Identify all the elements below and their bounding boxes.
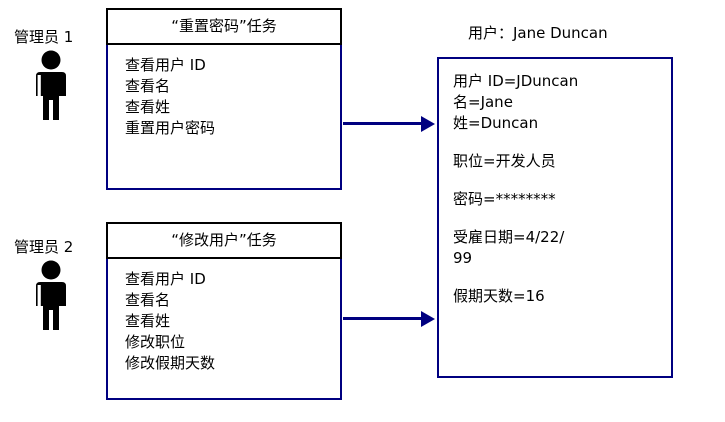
task-item: 重置用户密码 bbox=[125, 119, 216, 137]
user-attr-group-position: 职位=开发人员 bbox=[453, 151, 671, 172]
arrow-task2-to-user bbox=[343, 317, 423, 320]
task-item: 修改假期天数 bbox=[125, 354, 216, 372]
user-attr-group-identity: 用户 ID=JDuncan 名=Jane 姓=Duncan bbox=[453, 71, 671, 134]
user-attr-line: 用户 ID=JDuncan bbox=[453, 72, 579, 90]
user-attr-line: 受雇日期=4/22/ bbox=[453, 228, 565, 246]
user-attr-group-vacation: 假期天数=16 bbox=[453, 286, 671, 307]
actor-label-2: 管理员 2 bbox=[14, 238, 74, 256]
task-item: 查看姓 bbox=[125, 98, 171, 116]
task-item: 查看名 bbox=[125, 77, 171, 95]
actor-label-1: 管理员 1 bbox=[14, 28, 74, 46]
user-title: 用户：Jane Duncan bbox=[468, 24, 608, 42]
task-item: 查看姓 bbox=[125, 312, 171, 330]
person-icon-svg bbox=[36, 50, 66, 120]
task-box-2[interactable]: “修改用户”任务 查看用户 ID 查看名 查看姓 修改职位 修改假期天数 bbox=[106, 222, 342, 401]
user-box[interactable]: 用户 ID=JDuncan 名=Jane 姓=Duncan 职位=开发人员 密码… bbox=[437, 57, 673, 378]
task-box-2-body: 查看用户 ID 查看名 查看姓 修改职位 修改假期天数 bbox=[106, 258, 342, 400]
task-item: 修改职位 bbox=[125, 333, 186, 351]
user-attr-line: 职位=开发人员 bbox=[453, 152, 556, 170]
task-box-1-body: 查看用户 ID 查看名 查看姓 重置用户密码 bbox=[106, 44, 342, 190]
arrow-task2-to-user-head bbox=[421, 311, 435, 327]
user-attr-line: 99 bbox=[453, 249, 473, 267]
user-attr-line: 名=Jane bbox=[453, 93, 513, 111]
person-icon bbox=[28, 50, 74, 122]
user-attr-group-password: 密码=******** bbox=[453, 189, 671, 210]
user-attr-line: 姓=Duncan bbox=[453, 114, 539, 132]
task-box-2-header: “修改用户”任务 bbox=[106, 222, 342, 259]
task-box-1[interactable]: “重置密码”任务 查看用户 ID 查看名 查看姓 重置用户密码 bbox=[106, 8, 342, 191]
user-attr-group-hiredate: 受雇日期=4/22/ 99 bbox=[453, 227, 671, 269]
task-item: 查看用户 ID bbox=[125, 270, 206, 288]
person-icon bbox=[28, 260, 74, 332]
arrow-task1-to-user bbox=[343, 122, 423, 125]
arrow-task1-to-user-head bbox=[421, 116, 435, 132]
task-item: 查看名 bbox=[125, 291, 171, 309]
user-attr-line: 密码=******** bbox=[453, 190, 556, 208]
user-attr-line: 假期天数=16 bbox=[453, 287, 545, 305]
task-item: 查看用户 ID bbox=[125, 56, 206, 74]
task-box-1-header: “重置密码”任务 bbox=[106, 8, 342, 45]
person-icon-svg bbox=[36, 260, 66, 330]
